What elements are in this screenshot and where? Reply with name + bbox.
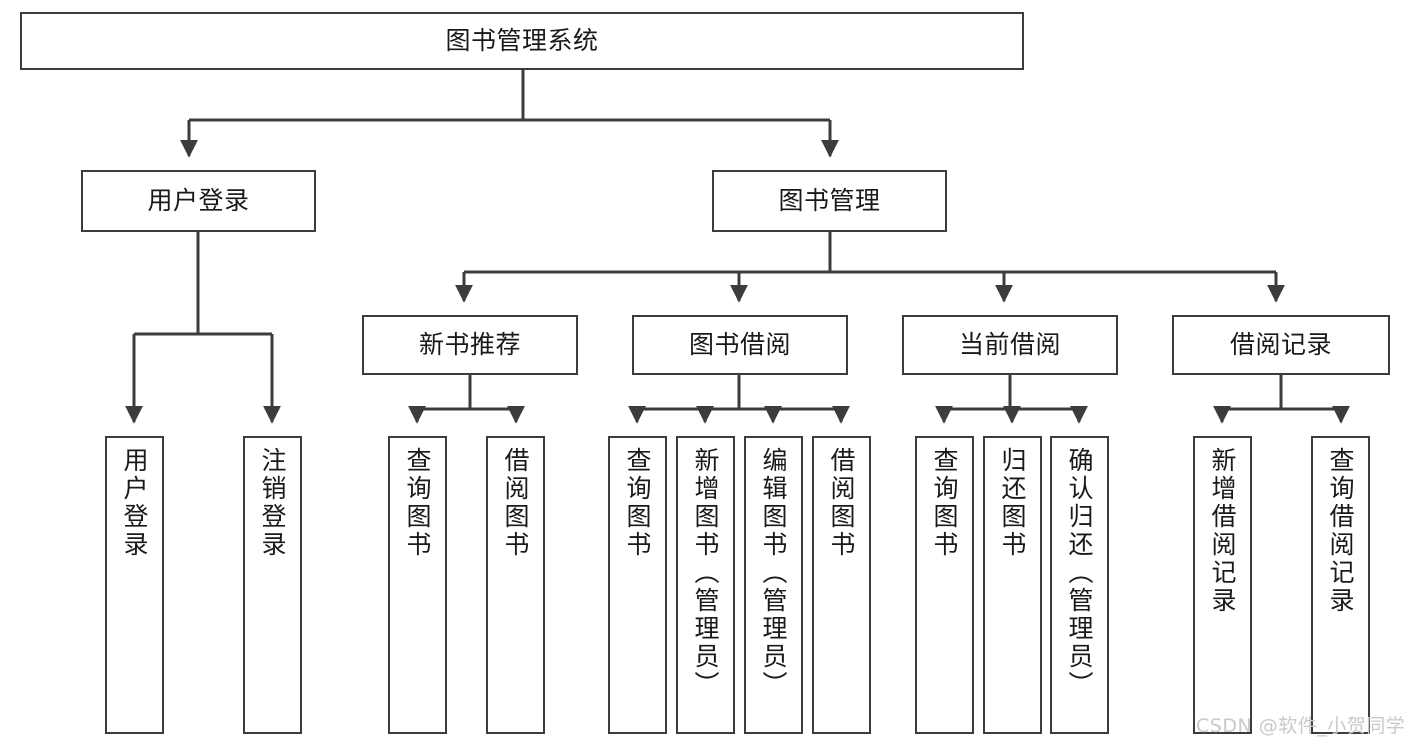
node-label: 借阅图书	[501, 447, 530, 559]
node-label: 查询图书	[403, 447, 432, 559]
leaf-borrow-book[interactable]: 借阅图书	[812, 436, 871, 734]
node-label: 查询图书	[623, 447, 652, 559]
node-label: 查询图书	[930, 447, 959, 559]
node-label: 用户登录	[120, 447, 149, 559]
node-root-system[interactable]: 图书管理系统	[20, 12, 1024, 70]
node-label: 图书借阅	[688, 330, 791, 360]
node-label: 编辑图书（管理员）	[759, 447, 788, 699]
node-user-login[interactable]: 用户登录	[81, 170, 316, 232]
leaf-borrow-book-recommend[interactable]: 借阅图书	[486, 436, 545, 734]
node-label: 新书推荐	[418, 330, 521, 360]
node-label: 查询借阅记录	[1326, 447, 1355, 615]
leaf-query-book-recommend[interactable]: 查询图书	[388, 436, 447, 734]
leaf-add-book-admin[interactable]: 新增图书（管理员）	[676, 436, 735, 734]
node-borrow-record[interactable]: 借阅记录	[1172, 315, 1390, 375]
leaf-return-book[interactable]: 归还图书	[983, 436, 1042, 734]
node-current-borrow[interactable]: 当前借阅	[902, 315, 1118, 375]
node-label: 归还图书	[998, 447, 1027, 559]
node-label: 用户登录	[147, 186, 250, 216]
node-label: 借阅记录	[1229, 330, 1332, 360]
leaf-confirm-return-admin[interactable]: 确认归还（管理员）	[1050, 436, 1109, 734]
node-label: 借阅图书	[827, 447, 856, 559]
node-label: 当前借阅	[958, 330, 1061, 360]
node-label: 新增图书（管理员）	[691, 447, 720, 699]
leaf-user-login[interactable]: 用户登录	[105, 436, 164, 734]
leaf-query-book-current[interactable]: 查询图书	[915, 436, 974, 734]
node-label: 注销登录	[258, 447, 287, 559]
node-new-book-recommend[interactable]: 新书推荐	[362, 315, 578, 375]
node-book-management[interactable]: 图书管理	[712, 170, 947, 232]
node-label: 确认归还（管理员）	[1065, 447, 1094, 699]
node-label: 图书管理	[778, 186, 881, 216]
node-label: 图书管理系统	[445, 26, 599, 56]
watermark-text: CSDN @软件_小贺同学	[1196, 715, 1405, 737]
node-label: 新增借阅记录	[1208, 447, 1237, 615]
leaf-query-borrow-record[interactable]: 查询借阅记录	[1311, 436, 1370, 734]
leaf-add-borrow-record[interactable]: 新增借阅记录	[1193, 436, 1252, 734]
node-book-borrow[interactable]: 图书借阅	[632, 315, 848, 375]
leaf-query-book-borrow[interactable]: 查询图书	[608, 436, 667, 734]
leaf-edit-book-admin[interactable]: 编辑图书（管理员）	[744, 436, 803, 734]
leaf-user-logout[interactable]: 注销登录	[243, 436, 302, 734]
